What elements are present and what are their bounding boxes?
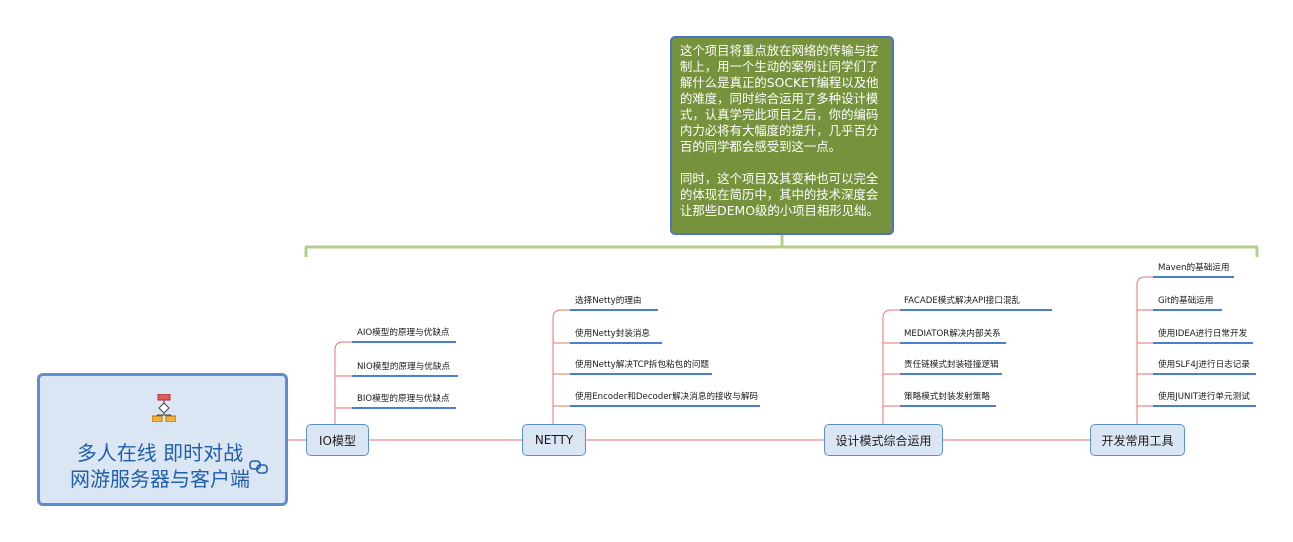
subtopic-netty-message[interactable]: 使用Netty封装消息	[575, 329, 651, 339]
topic-dev-tools[interactable]: 开发常用工具	[1090, 424, 1185, 456]
subtopic-aio[interactable]: AIO模型的原理与优缺点	[357, 328, 450, 338]
link-icon[interactable]	[249, 460, 269, 474]
subtopic-mediator[interactable]: MEDIATOR解决内部关系	[904, 329, 1001, 339]
subtopic-facade[interactable]: FACADE模式解决API接口混乱	[904, 296, 1021, 306]
topic-design-patterns[interactable]: 设计模式综合运用	[824, 424, 943, 456]
org-chart-icon	[152, 394, 176, 422]
subtopic-junit[interactable]: 使用JUNIT进行单元测试	[1158, 392, 1250, 402]
central-title-line1: 多人在线 即时对战	[76, 441, 244, 465]
subtopic-nio[interactable]: NIO模型的原理与优缺点	[357, 362, 451, 372]
subtopic-strategy[interactable]: 策略模式封装发射策略	[904, 392, 990, 402]
subtopic-underlines	[352, 276, 1256, 409]
project-note: 这个项目将重点放在网络的传输与控制上，用一个生动的案例让同学们了解什么是真正的S…	[670, 36, 894, 235]
topic-netty[interactable]: NETTY	[522, 424, 586, 456]
subtopic-netty-tcp[interactable]: 使用Netty解决TCP拆包粘包的问题	[575, 360, 710, 370]
subtopic-slf4j[interactable]: 使用SLF4J进行日志记录	[1158, 360, 1250, 370]
subtopic-chain[interactable]: 责任链模式封装碰撞逻辑	[904, 360, 999, 370]
central-title: 多人在线 即时对战 网游服务器与客户端	[50, 440, 270, 492]
note-paragraph-1: 这个项目将重点放在网络的传输与控制上，用一个生动的案例让同学们了解什么是真正的S…	[680, 43, 879, 154]
note-bracket	[304, 235, 1259, 257]
central-topic[interactable]: 多人在线 即时对战 网游服务器与客户端	[37, 373, 288, 506]
subtopic-why-netty[interactable]: 选择Netty的理由	[575, 296, 642, 306]
subtopic-maven[interactable]: Maven的基础运用	[1158, 263, 1230, 273]
subtopic-git[interactable]: Git的基础运用	[1158, 296, 1214, 306]
note-paragraph-2: 同时，这个项目及其变种也可以完全的体现在简历中，其中的技术深度会让那些DEMO级…	[680, 171, 879, 218]
subtopic-bio[interactable]: BIO模型的原理与优缺点	[357, 394, 450, 404]
topic-io-model[interactable]: IO模型	[306, 424, 369, 456]
subtopic-idea[interactable]: 使用IDEA进行日常开发	[1158, 329, 1248, 339]
central-title-line2: 网游服务器与客户端	[70, 467, 250, 491]
subtopic-netty-codec[interactable]: 使用Encoder和Decoder解决消息的接收与解码	[575, 392, 759, 402]
branch-stems	[334, 276, 1153, 426]
